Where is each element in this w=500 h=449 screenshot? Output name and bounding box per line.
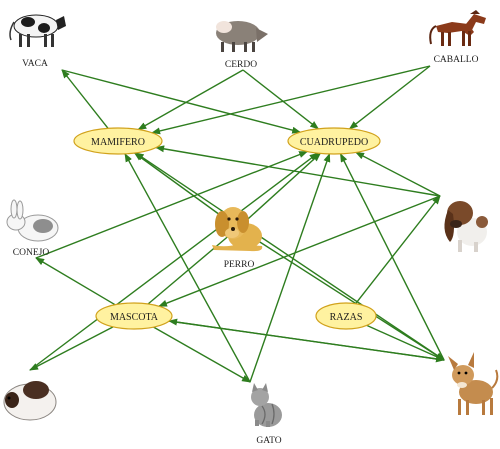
animal-label-conejo: CONEJO [13,248,50,258]
golden-dog-picture [212,207,263,252]
arrow-mascota-to-gato [153,326,251,383]
concept-node-razas[interactable]: RAZAS [315,302,377,330]
arrow-conejo-to-cuadrupedo [35,150,309,259]
arrow-mascota-to-guinea [29,326,114,371]
animal-label-cerdo: CERDO [225,60,257,70]
guinea-pig-picture [3,381,57,421]
pig-picture [216,21,268,52]
basset-dog-picture [444,201,488,252]
concept-label-razas: RAZAS [330,312,363,323]
arrow-guinea-to-cuadrupedo [29,152,319,371]
horse-picture [429,10,486,46]
arrow-mamifero-to-vaca [61,69,109,129]
concept-label-cuadrupedo: CUADRUPEDO [300,137,368,148]
concept-label-mamifero: MAMIFERO [91,137,145,148]
arrow-razas-to-chihuahua [366,324,445,361]
arrow-basset-to-mamifero [155,145,441,197]
rabbit-picture [6,199,59,242]
arrow-gato-to-mamifero [124,152,251,383]
arrow-cerdo-to-mamifero [137,69,244,131]
arrow-mascota-to-perro [147,227,239,305]
arrow-basset-to-mascota [158,195,441,307]
arrow-perro-to-cuadrupedo [237,152,322,229]
arrow-vaca-to-cuadrupedo [61,69,302,134]
arrow-chihuahua-to-mamifero [134,152,445,361]
animal-label-caballo: CABALLO [434,55,479,65]
animal-label-perro: PERRO [224,260,255,270]
concept-label-mascota: MASCOTA [110,312,159,323]
arrow-cerdo-to-cuadrupedo [242,69,320,130]
arrow-chihuahua-to-mascota [168,318,445,361]
arrow-mascota-to-conejo [35,257,116,306]
concept-node-cuadrupedo[interactable]: CUADRUPEDO [287,127,381,155]
arrow-razas-to-basset [355,195,441,305]
animal-label-gato: GATO [256,436,281,446]
animal-label-vaca: VACA [22,59,48,69]
arrow-caballo-to-cuadrupedo [348,65,431,130]
edge-layer [29,65,445,383]
concept-node-mamifero[interactable]: MAMIFERO [73,127,163,155]
cat-picture [251,383,282,427]
arrow-perro-to-chihuahua [237,227,445,361]
concept-node-mascota[interactable]: MASCOTA [95,302,173,330]
chihuahua-picture [448,352,499,415]
arrow-basset-to-cuadrupedo [355,151,441,197]
arrow-gato-to-cuadrupedo [249,152,331,383]
arrow-caballo-to-mamifero [151,65,431,135]
cow-picture [9,14,66,47]
arrow-chihuahua-to-cuadrupedo [339,153,445,361]
